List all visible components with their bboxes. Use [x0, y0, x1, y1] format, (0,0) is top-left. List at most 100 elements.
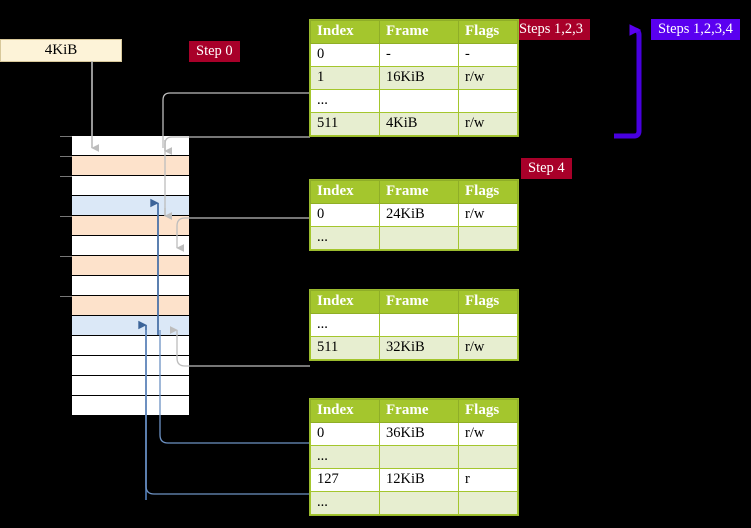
table-row: ... — [310, 226, 518, 250]
memory-row — [60, 215, 190, 235]
cell-index: 511 — [310, 336, 380, 360]
frame-tick — [60, 156, 72, 157]
cell-flags: r/w — [458, 203, 518, 227]
memory-row — [71, 235, 190, 255]
page-table-level1: Index Frame Flags 0 36KiB r/w ... 127 12… — [310, 399, 518, 515]
col-flags: Flags — [458, 290, 518, 314]
col-frame: Frame — [379, 180, 459, 204]
cell-index: ... — [310, 445, 380, 469]
cell-flags — [458, 226, 518, 250]
arrow-steps-1234-bracket — [614, 24, 642, 139]
cell-frame — [379, 445, 459, 469]
col-frame: Frame — [379, 399, 459, 423]
col-index: Index — [310, 399, 380, 423]
cell-frame — [379, 226, 459, 250]
frame-tick — [60, 136, 72, 137]
cell-flags: r — [458, 468, 518, 492]
memory-row — [60, 135, 190, 155]
table-row: ... — [310, 491, 518, 515]
memory-row — [71, 335, 190, 355]
badge-steps-1234-label: Steps 1,2,3,4 — [658, 21, 733, 37]
cell-index: 0 — [310, 43, 380, 67]
table-header-row: Index Frame Flags — [310, 290, 518, 314]
memory-row — [60, 295, 190, 315]
page-table-level4: Index Frame Flags 0 - - 1 16KiB r/w ... — [310, 20, 518, 136]
cell-frame: 4KiB — [379, 112, 459, 136]
table-header-row: Index Frame Flags — [310, 399, 518, 423]
cell-frame: 12KiB — [379, 468, 459, 492]
cell-index: 127 — [310, 468, 380, 492]
cell-index: ... — [310, 491, 380, 515]
badge-steps-123: Steps 1,2,3 — [512, 19, 591, 41]
page-table-level2: Index Frame Flags ... 511 32KiB r/w — [310, 290, 518, 360]
memory-block-4kib: 4KiB — [0, 39, 122, 62]
cell-frame: 24KiB — [379, 203, 459, 227]
cell-index: ... — [310, 226, 380, 250]
cell-index: 511 — [310, 112, 380, 136]
badge-step-0-label: Step 0 — [196, 43, 233, 59]
cell-index: 0 — [310, 422, 380, 446]
col-flags: Flags — [458, 180, 518, 204]
table-row: 0 - - — [310, 43, 518, 67]
cell-frame: 16KiB — [379, 66, 459, 90]
table-row: ... — [310, 313, 518, 337]
cell-flags: r/w — [458, 422, 518, 446]
col-frame: Frame — [379, 20, 459, 44]
memory-row — [71, 395, 190, 416]
memory-row — [60, 155, 190, 175]
table-row: 1 16KiB r/w — [310, 66, 518, 90]
table-row: 0 36KiB r/w — [310, 422, 518, 446]
frame-tick — [60, 216, 72, 217]
badge-steps-123-label: Steps 1,2,3 — [519, 21, 584, 37]
cell-index: 0 — [310, 203, 380, 227]
col-index: Index — [310, 180, 380, 204]
badge-steps-1234: Steps 1,2,3,4 — [651, 19, 740, 41]
table-row: ... — [310, 89, 518, 113]
cell-index: ... — [310, 89, 380, 113]
cell-frame: 32KiB — [379, 336, 459, 360]
cell-frame: - — [379, 43, 459, 67]
cell-flags: - — [458, 43, 518, 67]
frame-tick — [60, 176, 72, 177]
cell-index: ... — [310, 313, 380, 337]
cell-frame: 36KiB — [379, 422, 459, 446]
table-row: 511 32KiB r/w — [310, 336, 518, 360]
frame-tick — [60, 296, 72, 297]
cell-flags: r/w — [458, 112, 518, 136]
badge-step-0: Step 0 — [189, 41, 240, 63]
table-header-row: Index Frame Flags — [310, 20, 518, 44]
cell-frame — [379, 491, 459, 515]
memory-row — [71, 355, 190, 375]
badge-step-4-label: Step 4 — [528, 160, 565, 176]
table-row: 0 24KiB r/w — [310, 203, 518, 227]
cell-flags — [458, 89, 518, 113]
cell-flags — [458, 445, 518, 469]
table-row: 127 12KiB r — [310, 468, 518, 492]
physical-memory-grid — [60, 135, 191, 416]
frame-tick — [60, 256, 72, 257]
cell-flags — [458, 313, 518, 337]
connector-table2-row0 — [176, 217, 310, 252]
memory-row — [71, 195, 190, 215]
cell-frame — [379, 89, 459, 113]
table-header-row: Index Frame Flags — [310, 180, 518, 204]
memory-row — [60, 175, 190, 195]
memory-row — [71, 275, 190, 295]
table-row: 511 4KiB r/w — [310, 112, 518, 136]
memory-row — [71, 375, 190, 395]
connector-table3-row511 — [169, 326, 310, 367]
col-frame: Frame — [379, 290, 459, 314]
cell-flags: r/w — [458, 66, 518, 90]
cell-flags: r/w — [458, 336, 518, 360]
col-index: Index — [310, 20, 380, 44]
col-flags: Flags — [458, 20, 518, 44]
page-table-level3: Index Frame Flags 0 24KiB r/w ... — [310, 180, 518, 250]
col-flags: Flags — [458, 399, 518, 423]
col-index: Index — [310, 290, 380, 314]
badge-step-4: Step 4 — [521, 158, 572, 180]
memory-block-label: 4KiB — [44, 42, 78, 58]
cell-flags — [458, 491, 518, 515]
cell-frame — [379, 313, 459, 337]
memory-row — [71, 315, 190, 335]
